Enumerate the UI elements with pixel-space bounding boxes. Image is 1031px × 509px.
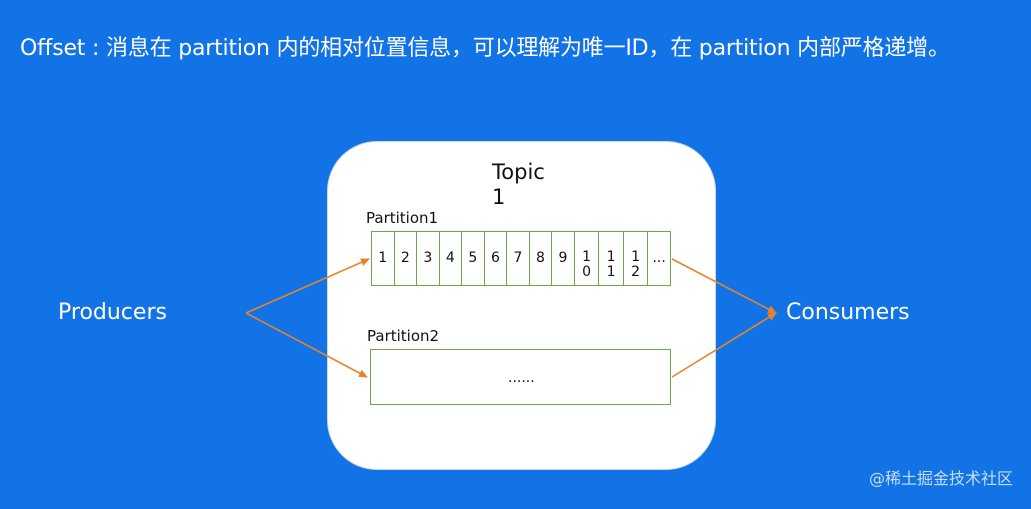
offset-cell: 11 (599, 232, 624, 285)
offset-cell: ... (652, 250, 666, 266)
partition2-log: ...... (370, 349, 671, 405)
watermark: @稀土掘金技术社区 (868, 469, 1013, 488)
offset-cell: 10 (575, 232, 600, 285)
offset-cell: 2 (395, 232, 418, 285)
partition2-label: Partition2 (367, 327, 440, 345)
headline: Offset : 消息在 partition 内的相对位置信息，可以理解为唯一I… (20, 36, 950, 61)
partition2-content: ...... (508, 370, 535, 386)
offset-cell: 3 (417, 232, 440, 285)
offset-cell: 6 (485, 232, 508, 285)
offset-cell: 1 (372, 232, 395, 285)
partition1-label: Partition1 (366, 209, 439, 227)
offset-cell: 12 (624, 232, 649, 285)
offset-cell: 7 (507, 232, 530, 285)
topic-label: Topic 1 (492, 160, 545, 209)
consumers-label: Consumers (786, 300, 910, 325)
offset-cell: 4 (440, 232, 463, 285)
offset-cell: 5 (462, 232, 485, 285)
offset-cell: 9 (552, 232, 575, 285)
topic-container (327, 141, 716, 470)
producers-label: Producers (58, 300, 167, 325)
offset-cell: 8 (530, 232, 553, 285)
